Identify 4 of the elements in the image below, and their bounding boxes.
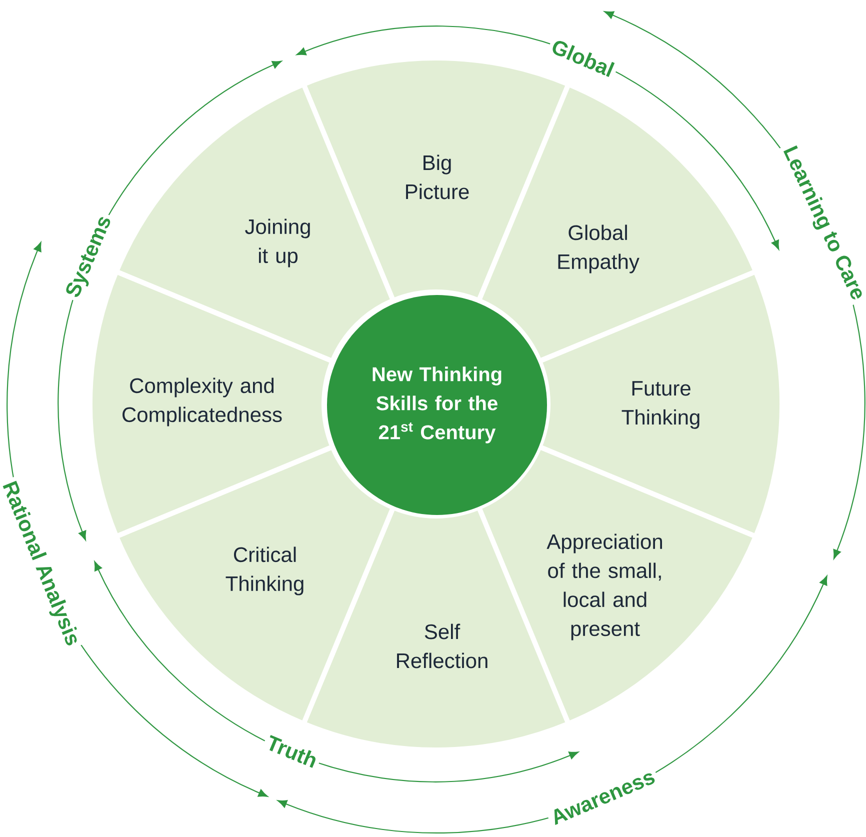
wheel-segment: Global Empathy <box>476 82 758 364</box>
ring-label: Truth <box>261 730 324 772</box>
wheel-segment: Critical Thinking <box>114 444 396 726</box>
wheel-segment: Joining it up <box>114 82 396 364</box>
